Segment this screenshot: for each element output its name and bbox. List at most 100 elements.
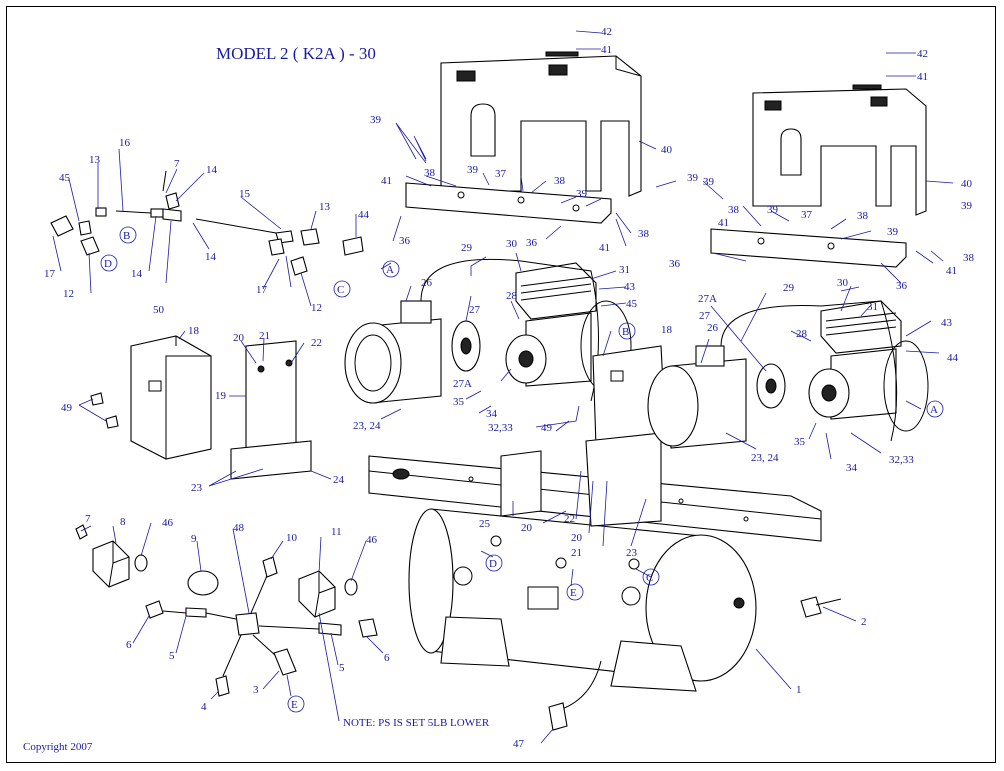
label-49-left: 49 [61,402,73,414]
label-7-bottom: 7 [85,513,91,525]
label-34-right: 34 [846,462,858,474]
drain-valve [548,596,842,731]
label-38-a: 38 [424,167,436,179]
copyright-text: Copyright 2007 [23,741,93,753]
air-tank [408,508,757,692]
label-17-right: 17 [256,284,268,296]
motor-right [647,345,786,449]
label-36-d: 36 [896,280,908,292]
label-27-right: 27 [699,310,711,322]
label-39-g: 39 [887,226,899,238]
label-44-left: 44 [358,209,370,221]
label-24: 24 [333,474,345,486]
callout-b-left: B [123,230,130,242]
callout-b-center: B [622,326,629,338]
label-40-right: 40 [961,178,973,190]
label-26-left: 26 [421,277,433,289]
label-41-f: 41 [946,265,957,277]
label-18-center: 18 [661,324,673,336]
label-44-right: 44 [947,352,959,364]
callout-letters: A A B B C C D D E E [100,226,944,713]
label-30-left: 30 [506,238,518,250]
label-23-left: 23 [191,482,203,494]
belt-guard-right [752,84,927,216]
label-39-d: 39 [687,172,699,184]
label-37-right: 37 [801,209,813,221]
callout-e-tank: E [570,587,577,599]
motor-left [344,300,481,404]
label-21-left: 21 [259,330,270,342]
label-15: 15 [239,188,251,200]
label-43-right: 43 [941,317,953,329]
exploded-parts-diagram: MODEL 2 ( K2A ) - 30 Copyright 2007 NOTE… [23,26,975,753]
label-20-left: 20 [233,332,245,344]
control-box-exploded [90,335,312,480]
compressor-pump-left [505,262,632,392]
label-25: 25 [479,518,491,530]
label-2: 2 [861,616,867,628]
label-28-right: 28 [796,328,808,340]
label-23-24-left: 23, 24 [353,420,381,432]
label-41-c: 41 [599,242,610,254]
label-23-24-right: 23, 24 [751,452,779,464]
compressor-pump-right [808,300,929,432]
leader-lines [52,30,954,744]
label-34-left: 34 [486,408,498,420]
label-42-left: 42 [601,26,612,38]
label-3: 3 [253,684,259,696]
label-26-right: 26 [707,322,719,334]
label-41-e: 41 [718,217,729,229]
callout-a-right: A [930,404,938,416]
label-38-b: 38 [554,175,566,187]
label-46-left: 46 [162,517,174,529]
label-36-c: 36 [669,258,681,270]
callout-c-left: C [337,284,344,296]
label-41-d: 41 [917,71,928,83]
label-43-left: 43 [624,281,636,293]
label-39-e: 39 [703,176,715,188]
label-39-c: 39 [576,188,588,200]
label-14-top: 14 [206,164,218,176]
label-4: 4 [201,701,207,713]
label-1: 1 [796,684,802,696]
label-13-right: 13 [319,201,331,213]
label-41-b: 41 [381,175,392,187]
left-fittings [50,170,364,276]
label-38-c: 38 [638,228,650,240]
label-12-right: 12 [311,302,322,314]
label-5-left: 5 [169,650,175,662]
label-17-left: 17 [44,268,56,280]
label-16: 16 [119,137,131,149]
label-38-e: 38 [857,210,869,222]
label-5-right: 5 [339,662,345,674]
label-39-a: 39 [370,114,382,126]
label-7-top: 7 [174,158,180,170]
label-21-right: 21 [571,547,582,559]
label-18-left: 18 [188,325,200,337]
label-28-left: 28 [506,290,518,302]
label-41-a: 41 [601,44,612,56]
label-6-left: 6 [126,639,132,651]
control-box-center [500,345,667,527]
part-number-labels: 1 2 3 4 5 5 6 6 7 7 8 9 10 11 12 12 13 1… [44,26,975,750]
label-13-left: 13 [89,154,101,166]
label-50: 50 [153,304,165,316]
label-8: 8 [120,516,126,528]
label-49-center: 49 [541,422,553,434]
label-32-33-left: 32,33 [488,422,513,434]
label-48: 48 [233,522,245,534]
label-31-right: 31 [867,301,878,313]
label-38-d: 38 [728,204,740,216]
label-14-right: 14 [205,251,217,263]
diagram-title: MODEL 2 ( K2A ) - 30 [216,44,376,63]
label-20-right: 20 [571,532,583,544]
label-10: 10 [286,532,298,544]
pressure-switch-note: NOTE: PS IS SET 5LB LOWER [343,717,490,729]
label-35-left: 35 [453,396,465,408]
callout-e-left: E [291,699,298,711]
diagram-frame: MODEL 2 ( K2A ) - 30 Copyright 2007 NOTE… [6,6,996,763]
guard-bracket-left [405,182,612,224]
label-38-f: 38 [963,252,975,264]
label-39-h: 39 [961,200,973,212]
label-9: 9 [191,533,197,545]
